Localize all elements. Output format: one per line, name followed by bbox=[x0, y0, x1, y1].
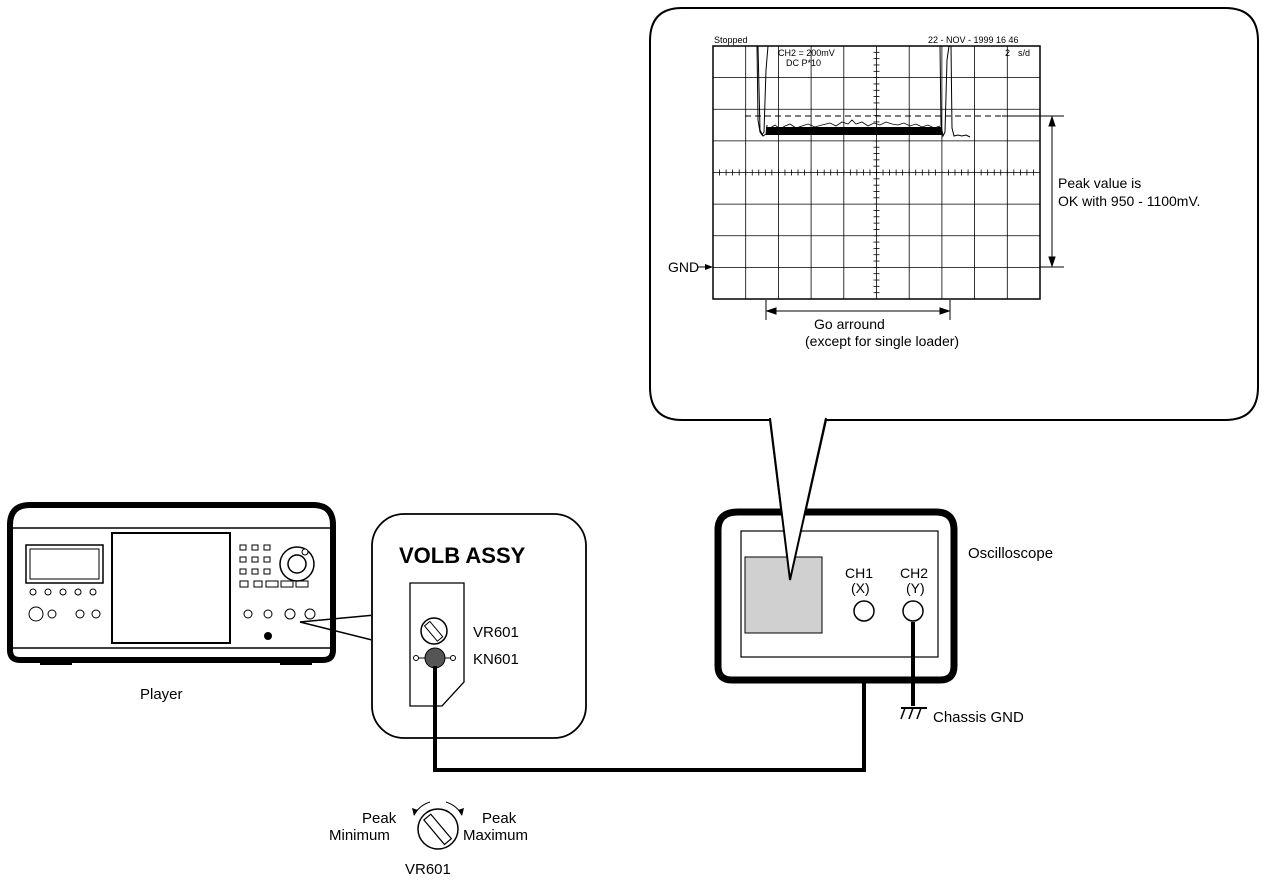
peak-max-label-line1: Peak bbox=[482, 810, 517, 827]
chassis-gnd-label: Chassis GND bbox=[933, 709, 1024, 726]
go-around-measure bbox=[765, 300, 951, 320]
noise-peaks bbox=[769, 119, 941, 130]
oscilloscope-unit bbox=[714, 508, 958, 684]
ch1-x-label: (X) bbox=[851, 580, 870, 596]
peak-label-line2: OK with 950 - 1100mV. bbox=[1058, 193, 1200, 209]
kn601-label: KN601 bbox=[473, 651, 519, 668]
scope-status: Stopped bbox=[714, 35, 748, 45]
scope-timebase-value: 2 bbox=[1005, 48, 1010, 58]
peak-label-line1: Peak value is bbox=[1058, 175, 1141, 191]
vr601-bottom-label: VR601 bbox=[405, 861, 451, 878]
probe-cable bbox=[433, 622, 866, 772]
ch2-label: CH2 bbox=[900, 565, 928, 581]
scope-coupling: DC P*10 bbox=[786, 58, 821, 68]
go-around-line1: Go arround bbox=[814, 316, 885, 332]
callout-pointer bbox=[769, 417, 827, 581]
go-around-line2: (except for single loader) bbox=[805, 333, 959, 349]
scope-channel-setting: CH2 = 200mV bbox=[778, 48, 835, 58]
noise-band bbox=[766, 127, 942, 135]
chassis-gnd-lead bbox=[900, 622, 927, 720]
vr601-adjust-knob bbox=[412, 801, 464, 850]
scope-timebase-unit: s/d bbox=[1018, 48, 1030, 58]
peak-max-label-line2: Maximum bbox=[463, 827, 528, 844]
scope-date: 22 - NOV - 1999 16 46 bbox=[928, 35, 1019, 45]
peak-min-label-line1: Peak bbox=[362, 810, 397, 827]
player-unit bbox=[7, 502, 336, 665]
peak-min-label-line2: Minimum bbox=[329, 827, 390, 844]
oscilloscope-label: Oscilloscope bbox=[968, 545, 1053, 562]
gnd-label: GND bbox=[668, 259, 699, 275]
ch1-label: CH1 bbox=[845, 565, 873, 581]
waveform-trace bbox=[756, 45, 971, 138]
ch2-y-label: (Y) bbox=[906, 580, 925, 596]
peak-measure bbox=[1002, 115, 1064, 268]
vr601-label: VR601 bbox=[473, 624, 519, 641]
volb-assy-callout bbox=[371, 513, 587, 739]
volb-assy-title: VOLB ASSY bbox=[399, 543, 526, 568]
player-label: Player bbox=[140, 686, 183, 703]
scope-screen: Stopped 22 - NOV - 1999 16 46 CH2 = 200m… bbox=[712, 35, 1041, 300]
